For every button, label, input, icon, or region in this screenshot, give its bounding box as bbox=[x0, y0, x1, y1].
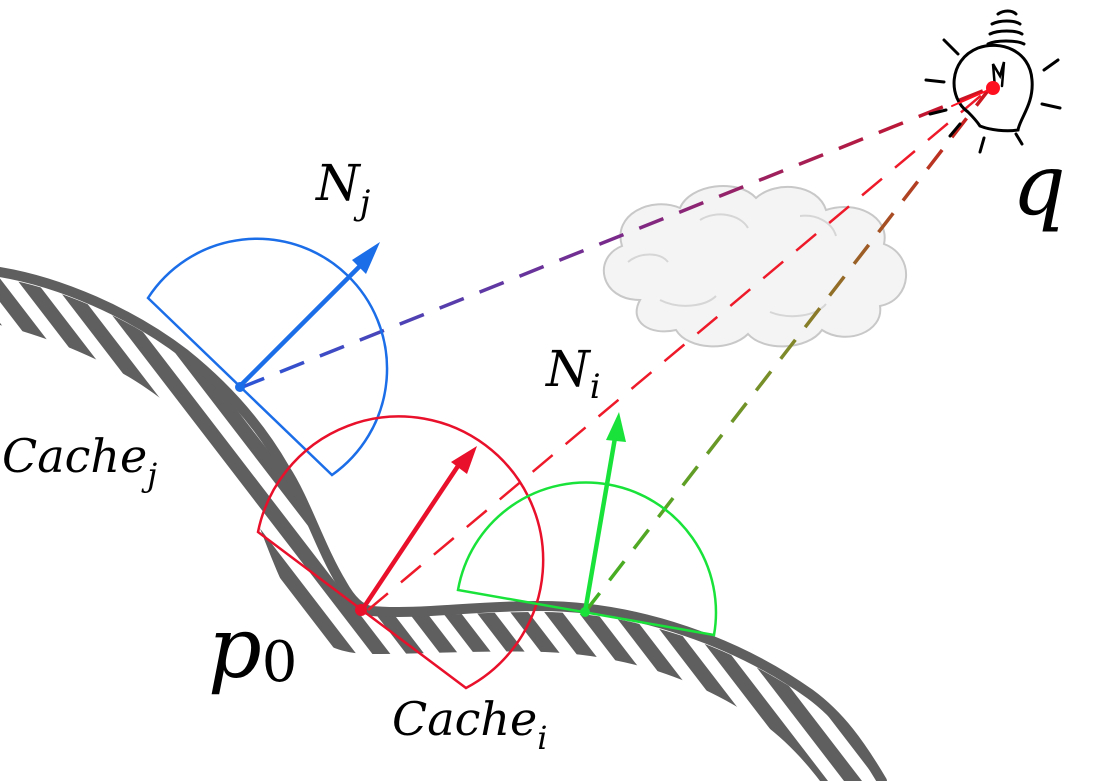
label-q: q bbox=[1012, 136, 1066, 234]
ray-p0-to-light bbox=[367, 87, 991, 611]
surface-hatch-stripe bbox=[686, 278, 878, 781]
surface-hatch-stripe bbox=[890, 0, 1115, 781]
surface-hatch-stripe bbox=[1026, 0, 1115, 781]
p0-point bbox=[355, 604, 367, 616]
cache-k-point bbox=[580, 607, 590, 617]
normal-j-arrowhead bbox=[352, 242, 380, 274]
surface-hatch-stripe bbox=[788, 278, 878, 781]
light-bulb-icon bbox=[924, 9, 1062, 154]
surface-hatch-stripe bbox=[6, 278, 624, 781]
surface-hatch-stripe bbox=[516, 278, 878, 781]
surface-hatch-stripe bbox=[856, 278, 878, 781]
surface-hatch-stripe bbox=[210, 278, 828, 781]
normal-i-red-arrowhead bbox=[451, 446, 477, 474]
surface-hatch-stripe bbox=[312, 278, 878, 781]
surface-hatch-stripe bbox=[754, 278, 878, 781]
label-n-i: Ni bbox=[545, 340, 601, 407]
surface-hatch-stripe bbox=[720, 278, 878, 781]
label-cache-j: Cachej bbox=[2, 429, 157, 494]
surface-hatch-stripe bbox=[992, 0, 1115, 781]
cloud-icon bbox=[603, 185, 908, 348]
cache-j-point bbox=[235, 382, 245, 392]
label-n-j: Nj bbox=[315, 154, 371, 223]
cache-i bbox=[256, 415, 545, 690]
surface-hatch-stripe bbox=[924, 0, 1115, 781]
normal-i-red-arrow bbox=[360, 458, 464, 612]
label-p0: p0 bbox=[208, 599, 297, 697]
surface-hatch-stripe bbox=[0, 278, 114, 781]
normal-i-arrow bbox=[582, 431, 619, 613]
surface-hatch-stripe bbox=[958, 0, 1115, 781]
surface-hatch-stripe bbox=[0, 278, 46, 781]
surface-hatch-stripe bbox=[1094, 0, 1115, 781]
cache-j bbox=[146, 237, 389, 477]
label-cache-i: Cachei bbox=[392, 692, 547, 757]
normal-j-arrow bbox=[238, 256, 370, 388]
surface-hatch-stripe bbox=[0, 278, 148, 781]
surface-hatch-stripe bbox=[822, 278, 878, 781]
surface-hatch-stripe bbox=[1060, 0, 1115, 781]
surface-hatch-stripe bbox=[0, 278, 12, 781]
ray-cache-j-to-light bbox=[239, 86, 991, 390]
cache-k bbox=[456, 412, 718, 637]
normal-i-arrowhead bbox=[606, 412, 626, 442]
surface-hatch-stripe bbox=[0, 278, 488, 781]
ray-cache-k-to-light bbox=[583, 86, 992, 614]
surface-hatch-stripe bbox=[0, 278, 80, 781]
